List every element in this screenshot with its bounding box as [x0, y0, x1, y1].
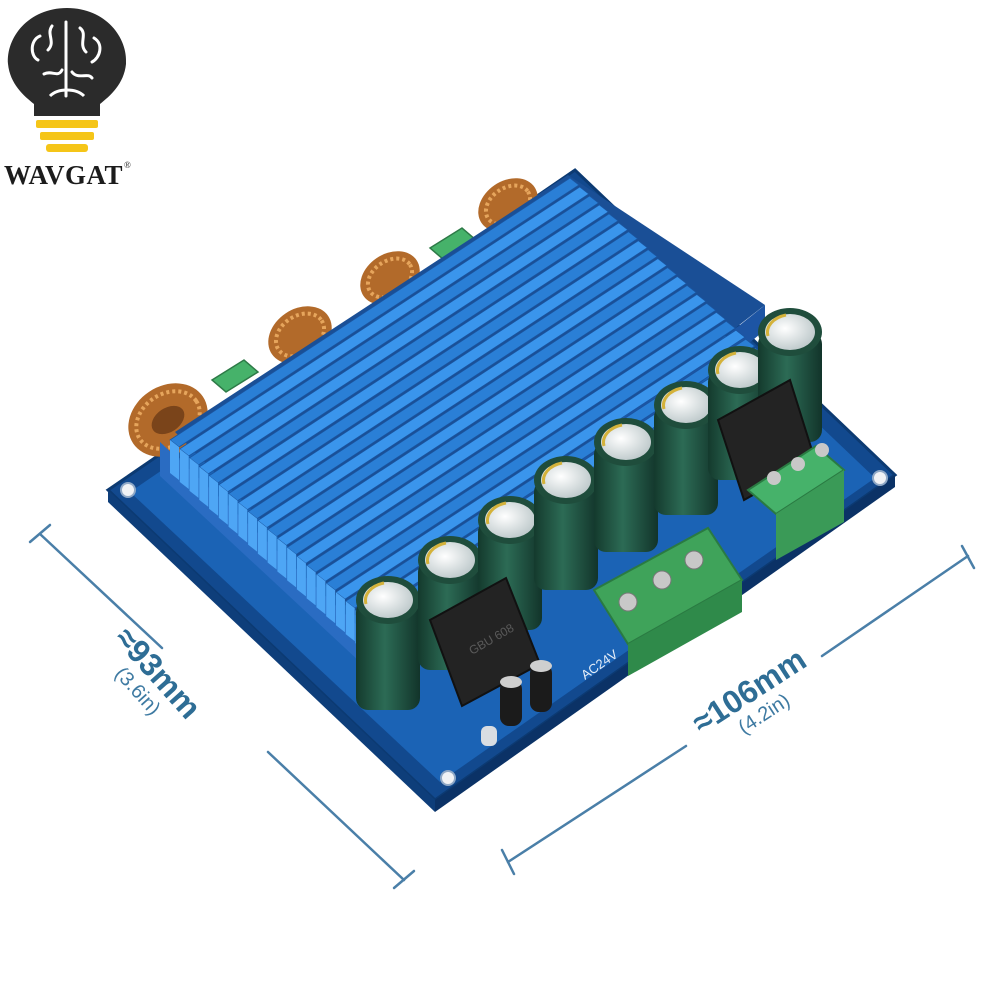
- heatsink-fin-front: [267, 529, 277, 570]
- electrolytic-capacitor: [356, 576, 420, 710]
- small-capacitor-icon: [481, 660, 552, 746]
- heatsink-fin-front: [209, 475, 219, 516]
- heatsink-fin-front: [189, 457, 199, 498]
- heatsink-fin: [227, 231, 639, 502]
- heatsink-fin: [179, 186, 590, 457]
- heatsink-fin-front: [277, 538, 287, 579]
- heatsink-fin: [188, 195, 600, 466]
- heatsink-fin-front: [326, 583, 336, 624]
- heatsink-fin-front: [296, 556, 306, 597]
- heatsink-fin-front: [248, 511, 258, 552]
- input-terminal-icon: [746, 443, 846, 560]
- heatsink-fin-front: [170, 440, 179, 480]
- heatsink-fin: [208, 213, 619, 484]
- heatsink-fin-front: [335, 592, 345, 633]
- brand-text: WAVGAT: [4, 160, 124, 190]
- mounting-hole-icon: [120, 470, 888, 786]
- electrolytic-capacitor: [534, 456, 598, 590]
- heatsink-fin: [169, 177, 580, 448]
- heatsink-fin-front: [179, 448, 189, 489]
- dimension-line-right: [500, 544, 976, 876]
- heatsink-fin: [198, 204, 609, 475]
- electrolytic-capacitor: [654, 381, 718, 515]
- heatsink-fin-front: [316, 574, 326, 615]
- registered-mark: ®: [124, 160, 132, 170]
- heatsink-fin-front: [345, 601, 355, 642]
- heatsink-fin-front: [199, 466, 209, 507]
- power-terminal-icon: [592, 526, 744, 676]
- heatsink-fin: [218, 222, 629, 493]
- dimension-line-left: [28, 523, 416, 890]
- brand-name: WAVGAT®: [4, 160, 134, 191]
- brand-logo-icon: [7, 8, 127, 152]
- electrolytic-capacitor: [594, 418, 658, 552]
- heatsink-fin-front: [287, 547, 297, 588]
- heatsink-fin-front: [228, 493, 238, 534]
- heatsink-fin-front: [257, 520, 267, 561]
- heatsink-fin-front: [306, 565, 316, 606]
- heatsink-fin-front: [238, 502, 248, 543]
- heatsink: [160, 175, 785, 668]
- heatsink-fin: [237, 240, 649, 511]
- heatsink-fin-front: [218, 484, 228, 525]
